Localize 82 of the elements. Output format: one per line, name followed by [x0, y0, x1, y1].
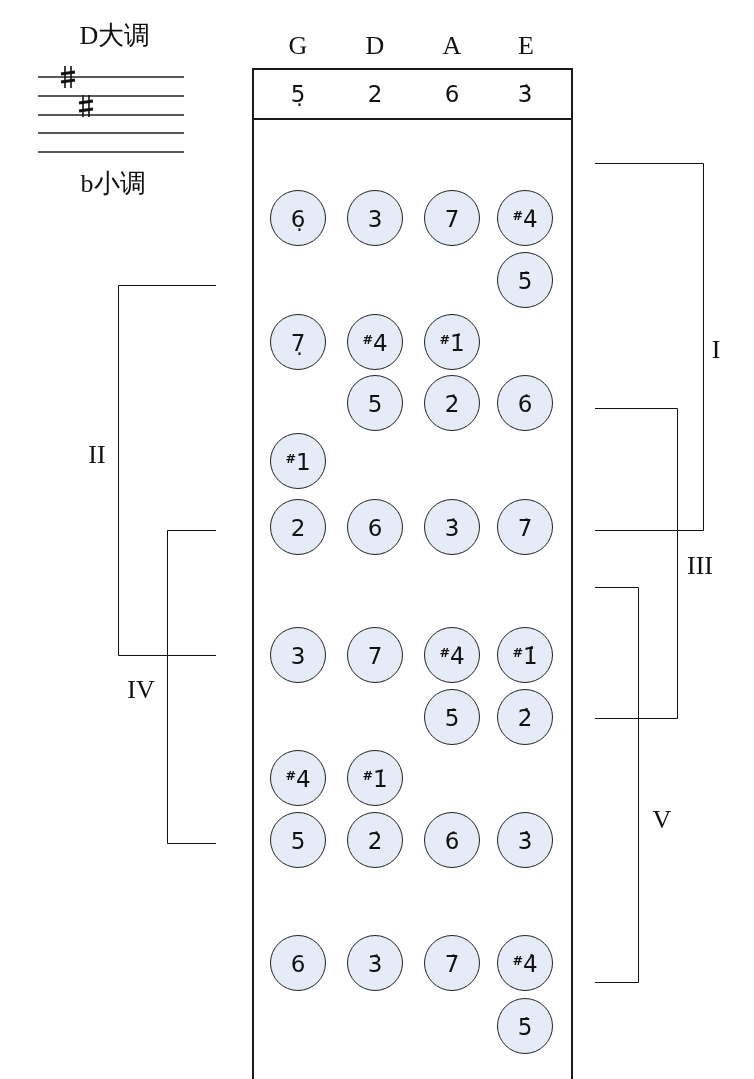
note-circle: [424, 499, 480, 555]
note-number: 3̇: [444, 515, 460, 541]
note-circle: [270, 433, 326, 489]
note-number: 7̇: [444, 951, 460, 977]
note-circle: [270, 314, 326, 370]
note-number: $^{#}$4̇: [439, 643, 465, 669]
note-circle: [347, 935, 403, 991]
note-number: 3̇: [367, 951, 383, 977]
string-name: A: [442, 33, 462, 59]
position-numeral: II: [88, 442, 106, 468]
open-string-note: 6: [444, 81, 460, 107]
note-circle: [347, 375, 403, 431]
key-name: D大调: [79, 23, 151, 49]
note-number: 6̇: [444, 828, 460, 854]
note-circle: [270, 750, 326, 806]
note-circle: [497, 499, 553, 555]
note-circle: [424, 375, 480, 431]
note-number: 5̇̇: [517, 1014, 533, 1040]
fingerboard: [252, 68, 573, 1079]
note-number: $^{#}$1̇̇: [512, 643, 538, 669]
note-circle: [347, 750, 403, 806]
string-name: G: [288, 33, 308, 59]
key-name: b小调: [80, 171, 146, 197]
note-number: 5̇: [444, 705, 460, 731]
note-circle: [497, 252, 553, 308]
note-number: 5̇: [517, 268, 533, 294]
note-circle: [497, 812, 553, 868]
note-number: 7̣: [290, 330, 306, 356]
note-circle: [347, 190, 403, 246]
note-circle: [270, 190, 326, 246]
note-number: 3: [290, 643, 306, 669]
open-string-note: 3̇: [517, 81, 533, 107]
string-name: E: [518, 33, 534, 59]
position-numeral: V: [652, 807, 672, 833]
note-number: 2̇̇: [517, 705, 533, 731]
note-number: 6: [367, 515, 383, 541]
open-string-note: 5̣: [290, 81, 306, 107]
note-number: $^{#}$4: [362, 330, 388, 356]
note-circle: [424, 935, 480, 991]
note-number: 6̇: [517, 391, 533, 417]
note-circle: [424, 190, 480, 246]
note-circle: [424, 627, 480, 683]
note-number: 6̣: [290, 206, 306, 232]
note-number: 7: [367, 643, 383, 669]
note-circle: [347, 627, 403, 683]
note-number: 7̇: [517, 515, 533, 541]
note-number: $^{#}$1̇: [362, 766, 388, 792]
note-circle: [497, 190, 553, 246]
note-number: $^{#}$4: [285, 766, 311, 792]
note-number: 6: [290, 951, 306, 977]
note-number: 5: [367, 391, 383, 417]
note-number: 2̇: [367, 828, 383, 854]
note-circle: [424, 314, 480, 370]
note-number: $^{#}$1: [285, 449, 311, 475]
note-circle: [270, 499, 326, 555]
note-circle: [347, 812, 403, 868]
note-number: 2: [290, 515, 306, 541]
note-circle: [270, 812, 326, 868]
note-number: 3̇̇: [517, 828, 533, 854]
note-circle: [270, 627, 326, 683]
position-numeral: I: [711, 337, 721, 363]
note-circle: [497, 689, 553, 745]
note-number: $^{#}$4̇: [512, 206, 538, 232]
note-circle: [347, 499, 403, 555]
position-numeral: III: [687, 553, 713, 579]
note-circle: [424, 812, 480, 868]
open-string-note: 2: [367, 81, 383, 107]
position-numeral: IV: [127, 677, 155, 703]
note-number: 7: [444, 206, 460, 232]
note-circle: [424, 689, 480, 745]
note-circle: [497, 375, 553, 431]
note-circle: [497, 998, 553, 1054]
note-circle: [497, 935, 553, 991]
string-name: D: [365, 33, 385, 59]
note-number: 3: [367, 206, 383, 232]
note-circle: [497, 627, 553, 683]
note-number: 5: [290, 828, 306, 854]
note-circle: [270, 935, 326, 991]
note-number: $^{#}$4̇̇: [512, 951, 538, 977]
note-number: 2̇: [444, 391, 460, 417]
note-number: $^{#}$1̇: [439, 330, 465, 356]
note-circle: [347, 314, 403, 370]
